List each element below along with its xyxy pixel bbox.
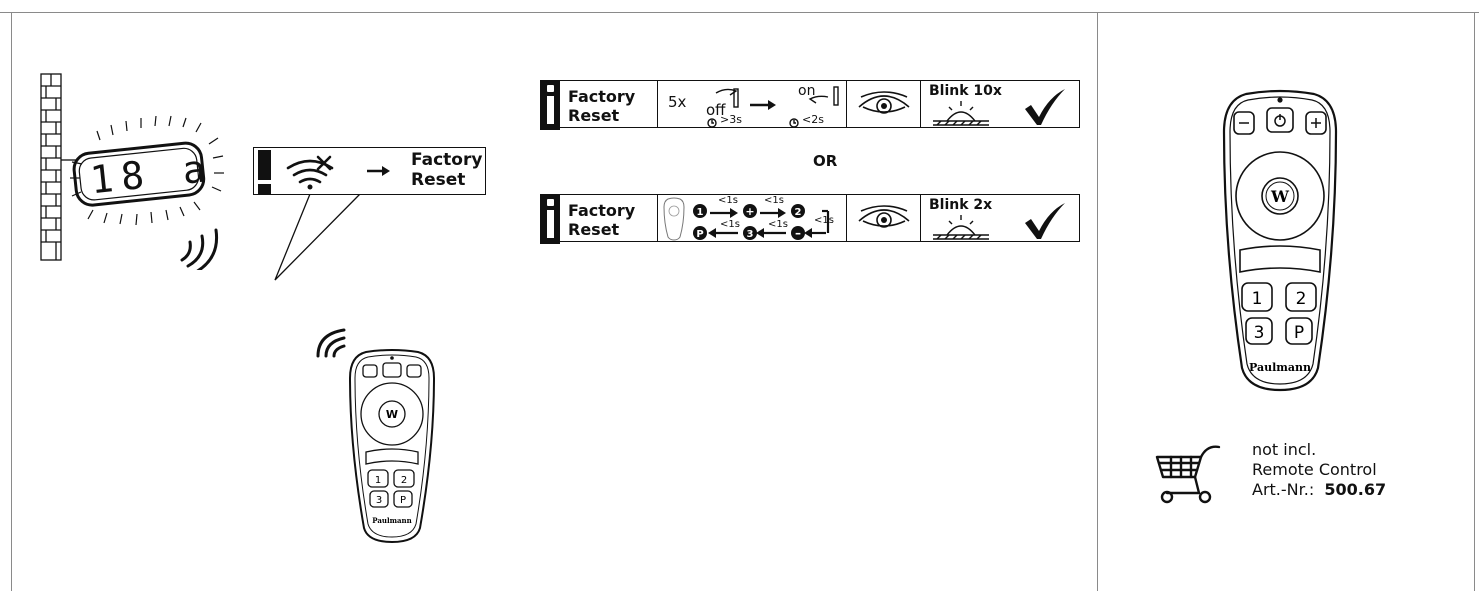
- note-line-2: Remote Control: [1252, 460, 1377, 479]
- house-number-wall-illustration: [40, 73, 224, 270]
- remote-small-brand: Paulmann: [372, 516, 411, 525]
- step1-off-time: >3s: [720, 113, 742, 126]
- info-icon: [540, 80, 560, 130]
- step1-result-cell: Blink 10x: [920, 80, 1080, 128]
- wifi-off-icon: [286, 155, 334, 190]
- step1-on-time: <2s: [802, 113, 824, 126]
- shopping-cart-icon: [1155, 445, 1221, 504]
- remote-small-key-p: P: [400, 495, 406, 506]
- svg-text:+: +: [745, 205, 754, 218]
- art-nr-label: Art.-Nr.:: [1252, 480, 1315, 499]
- step2-time-3: <1s: [814, 215, 834, 226]
- note-line-3: Art.-Nr.: 500.67: [1252, 480, 1386, 500]
- remote-key-1: 1: [1252, 289, 1263, 309]
- note-line-1: not incl.: [1252, 440, 1317, 459]
- remote-small-center-label: W: [386, 408, 398, 421]
- svg-text:P: P: [696, 229, 703, 240]
- svg-text:3: 3: [747, 229, 754, 240]
- step2-time-4: <1s: [768, 219, 788, 230]
- checkmark-icon: [1025, 203, 1065, 239]
- not-included-note: not incl. Remote Control Art.-Nr.: 500.6…: [1252, 440, 1386, 500]
- step2-observe-cell: [846, 194, 921, 242]
- arrow-right-icon: [367, 166, 390, 176]
- step1-count: 5x: [668, 93, 687, 111]
- checkmark-icon: [1025, 89, 1065, 125]
- step1-observe-cell: [846, 80, 921, 128]
- step1-off-label: off: [706, 101, 726, 119]
- step2-button-sequence: 1 + 2 P 3 –: [663, 197, 830, 241]
- info-icon: [540, 194, 560, 244]
- eye-icon: [858, 91, 910, 114]
- left-border: [11, 12, 12, 591]
- art-nr-value: 500.67: [1324, 480, 1387, 499]
- exclamation-icon: [258, 150, 271, 194]
- svg-text:2: 2: [795, 207, 802, 218]
- remote-small-key-2: 2: [401, 475, 407, 486]
- eye-icon: [858, 205, 910, 228]
- step2-sequence-cell: 1 + 2 P 3 –: [657, 194, 847, 242]
- remote-center-label: W: [1270, 187, 1290, 206]
- step2-result-cell: Blink 2x: [920, 194, 1080, 242]
- remote-key-p: P: [1294, 323, 1304, 343]
- svg-text:1: 1: [697, 207, 704, 218]
- remote-key-2: 2: [1296, 289, 1307, 309]
- step1-blink-label: Blink 10x: [929, 83, 1002, 99]
- warning-bubble: Factory Reset: [253, 147, 486, 195]
- remote-small-key-1: 1: [375, 475, 381, 486]
- remote-key-3: 3: [1254, 323, 1265, 343]
- remote-small-key-3: 3: [376, 495, 382, 506]
- step2-blink-label: Blink 2x: [929, 197, 993, 213]
- step2-time-2: <1s: [764, 195, 784, 206]
- section-divider: [1097, 12, 1098, 591]
- step2-time-1: <1s: [718, 195, 738, 206]
- remote-control-large: W 1 2 3 P Paulmann: [1222, 89, 1338, 392]
- right-border: [1474, 12, 1475, 591]
- step2-blinking-light-icon: [933, 215, 989, 240]
- speech-bubble-tail: [274, 193, 361, 281]
- or-separator: OR: [813, 152, 838, 170]
- step1-on-label: on: [798, 83, 816, 99]
- step1-switch-sequence: [707, 86, 839, 128]
- remote-brand: Paulmann: [1249, 361, 1311, 374]
- step1-blinking-light-icon: [933, 101, 989, 126]
- wifi-signal-icon: [316, 328, 346, 358]
- svg-text:–: –: [795, 226, 801, 240]
- step2-time-5: <1s: [720, 219, 740, 230]
- top-border: [0, 12, 1479, 13]
- step1-switch-cell: 5x off on >3s <2s: [657, 80, 847, 128]
- remote-control-small: W 1 2 3 P Paulmann: [348, 349, 436, 544]
- warning-label: Factory Reset: [411, 150, 483, 190]
